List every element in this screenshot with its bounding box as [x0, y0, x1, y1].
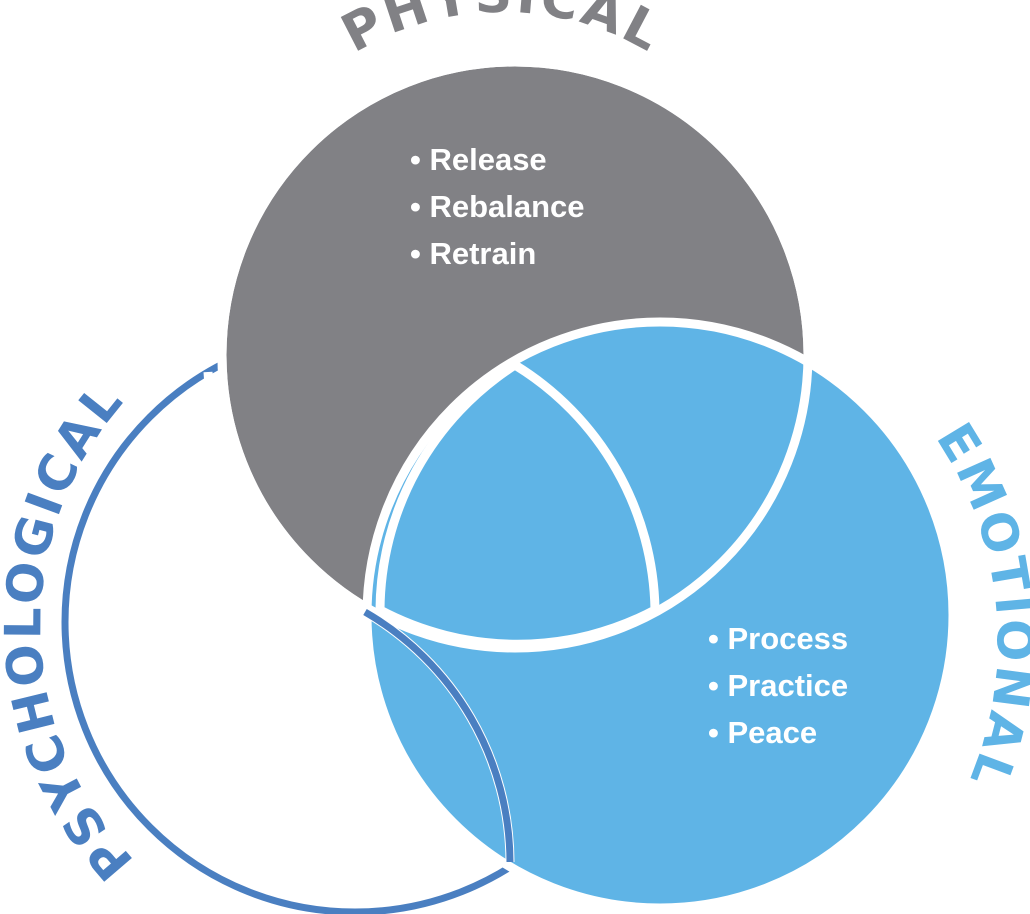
emotional-item: • Practice [708, 668, 848, 703]
emotional-item: • Process [708, 621, 848, 656]
psych-lower-outline [363, 608, 514, 863]
physical-outline [217, 57, 813, 653]
emotional-item: • Peace [708, 715, 817, 750]
physical-item: • Retrain [410, 236, 536, 271]
physical-item: • Rebalance [410, 189, 585, 224]
physical-item: • Release [410, 142, 547, 177]
physical-title: PHYSICAL [332, 0, 672, 64]
